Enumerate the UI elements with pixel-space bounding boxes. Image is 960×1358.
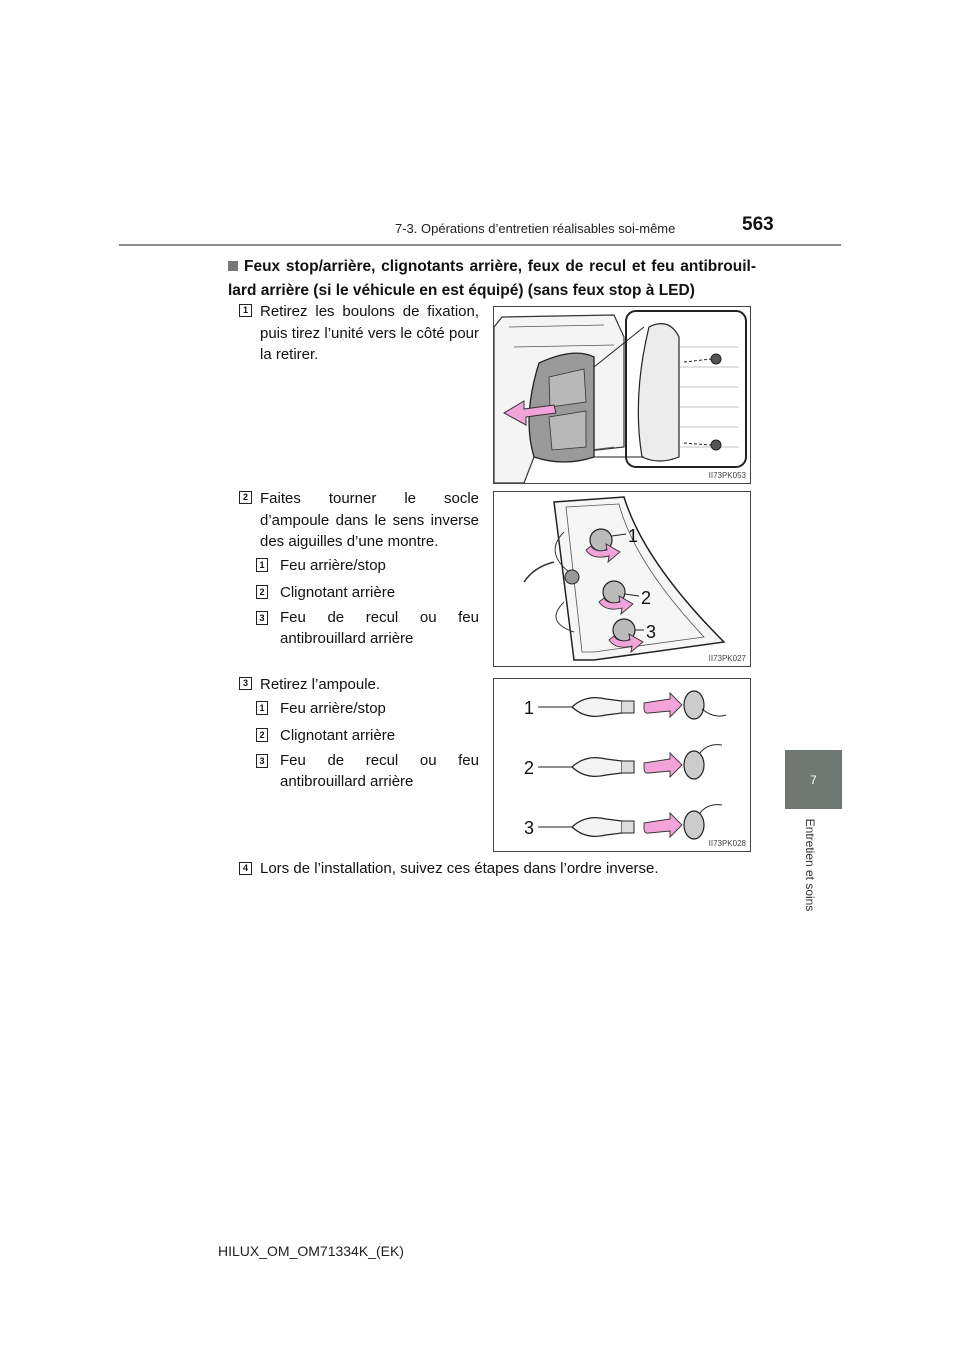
chapter-number: 7 — [810, 772, 817, 787]
callout-label: 1 — [524, 698, 534, 718]
step-number-2: 2 — [239, 491, 252, 504]
bulb-row-2 — [571, 744, 723, 780]
callout-label: 2 — [524, 758, 534, 778]
chapter-side-label: Entretien et soins — [795, 810, 825, 920]
callout-label: 2 — [641, 588, 651, 608]
step-2-item-number-1: 1 — [256, 558, 268, 572]
step-4-text: Lors de l’installation, suivez ces étape… — [260, 860, 659, 877]
step-number-3: 3 — [239, 677, 252, 690]
step-number-4: 4 — [239, 862, 252, 875]
step-3-item-number-1: 1 — [256, 701, 268, 715]
step-3-item-number-3: 3 — [256, 754, 268, 768]
step-3-item-1-text: Feu arrière/stop — [280, 700, 386, 717]
step-2-item-1-text: Feu arrière/stop — [280, 557, 386, 574]
section-title-text: Feux stop/arrière, clignotants arrière, … — [228, 258, 756, 299]
header-rule — [119, 244, 841, 246]
bulb-row-1 — [571, 690, 727, 720]
step-3-item-number-2: 2 — [256, 728, 268, 742]
step-3-item-3-text: Feu de recul ou feu antibrouillard arriè… — [280, 752, 479, 790]
step-2-item-number-3: 3 — [256, 611, 268, 625]
figure-code: II73PK028 — [708, 839, 746, 848]
callout-label: 3 — [646, 622, 656, 642]
square-bullet-icon — [228, 261, 238, 271]
figure-remove-bulbs: 1 2 3 II73PK028 — [493, 678, 751, 852]
step-3-text: Retirez l’ampoule. — [260, 676, 381, 693]
footer-doc-code: HILUX_OM_OM71334K_(EK) — [218, 1243, 404, 1259]
page-number: 563 — [742, 214, 774, 235]
chapter-label: Entretien et soins — [803, 818, 817, 912]
step-2-text: Faites tourner le socle d’ampoule dans l… — [260, 490, 479, 550]
bulb-row-3 — [571, 804, 723, 840]
callout-label: 1 — [628, 526, 638, 546]
callout-label: 3 — [524, 818, 534, 838]
figure-remove-lamp-unit: II73PK053 — [493, 306, 751, 484]
step-2-item-2-text: Clignotant arrière — [280, 584, 396, 601]
step-1-text: Retirez les boulons de fixation, puis ti… — [260, 303, 479, 363]
step-2-item-3-text: Feu de recul ou feu antibrouillard arriè… — [280, 609, 479, 647]
step-3-item-2-text: Clignotant arrière — [280, 727, 396, 744]
step-number-1: 1 — [239, 304, 252, 317]
header-section-title: 7-3. Opérations d’entretien réalisables … — [395, 221, 676, 236]
figure-code: II73PK053 — [708, 471, 746, 480]
chapter-tab: 7 — [785, 750, 842, 809]
figure-code: II73PK027 — [708, 654, 746, 663]
figure-rotate-bulb-socket: 1 2 3 II73PK027 — [493, 491, 751, 667]
step-2-item-number-2: 2 — [256, 585, 268, 599]
section-title: Feux stop/arrière, clignotants arrière, … — [228, 255, 756, 303]
